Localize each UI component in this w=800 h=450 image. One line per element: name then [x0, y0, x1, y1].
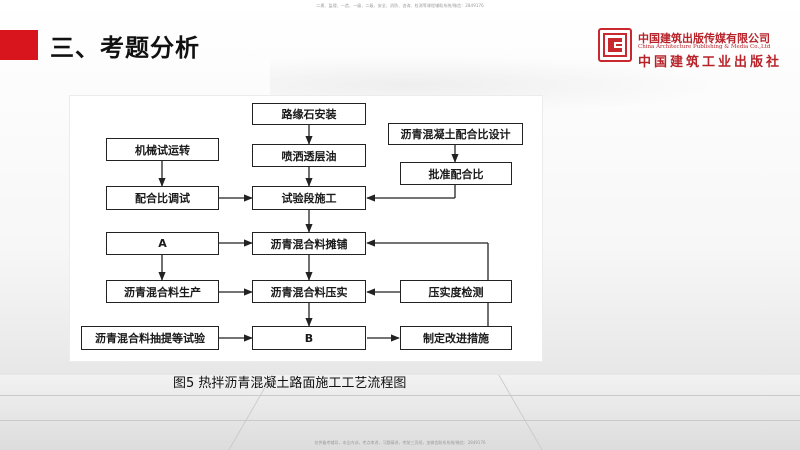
node-trial-section: 试验段施工: [252, 186, 366, 210]
node-asphalt-compaction: 沥青混合料压实: [252, 280, 366, 303]
figure-caption: 图5 热拌沥青混凝土路面施工工艺流程图: [173, 376, 407, 391]
publisher-name-en: China Architecture Publishing & Media Co…: [638, 44, 771, 50]
node-mix-adjustment: 配合比调试: [106, 186, 219, 210]
title-accent-bar: [0, 30, 38, 60]
node-spray-prime-coat: 喷洒透层油: [252, 144, 366, 167]
node-b: B: [252, 326, 366, 350]
publisher-name-calligraphy: 中国建筑工业出版社: [638, 55, 783, 70]
node-extraction-test: 沥青混合料抽提等试验: [81, 326, 219, 350]
node-mix-design: 沥青混凝土配合比设计: [388, 123, 523, 145]
node-improvement-measures: 制定改进措施: [400, 326, 512, 350]
floor-line: [0, 420, 800, 421]
section-title: 三、考题分析: [50, 34, 200, 62]
flowchart-figure: 路缘石安装 喷洒透层油 试验段施工 沥青混合料摊铺 沥青混合料压实 B 机械试运…: [69, 95, 543, 362]
top-watermark: 二建、监理、一造、一级、二级、安全、消防、咨询、检测等课程辅助系统/微信：284…: [316, 3, 484, 8]
flowchart-connectors: [158, 125, 489, 342]
node-asphalt-paving: 沥青混合料摊铺: [252, 232, 366, 255]
bottom-watermark: 仅供备考辅导，本企内训，考点串讲，习题精讲，考前三页纸，加微信联系系统/微信：2…: [314, 440, 486, 445]
node-approve-mix: 批准配合比: [400, 162, 512, 185]
floor-decoration: [0, 375, 800, 450]
node-curb-installation: 路缘石安装: [252, 103, 366, 125]
node-density-test: 压实度检测: [400, 280, 512, 303]
node-machine-trial-run: 机械试运转: [106, 138, 219, 161]
publisher-name-cn: 中国建筑出版传媒有限公司: [638, 32, 770, 45]
node-asphalt-production: 沥青混合料生产: [106, 280, 219, 303]
floor-line: [0, 395, 800, 396]
node-a: A: [106, 232, 219, 255]
publisher-logo-icon: [598, 28, 632, 62]
